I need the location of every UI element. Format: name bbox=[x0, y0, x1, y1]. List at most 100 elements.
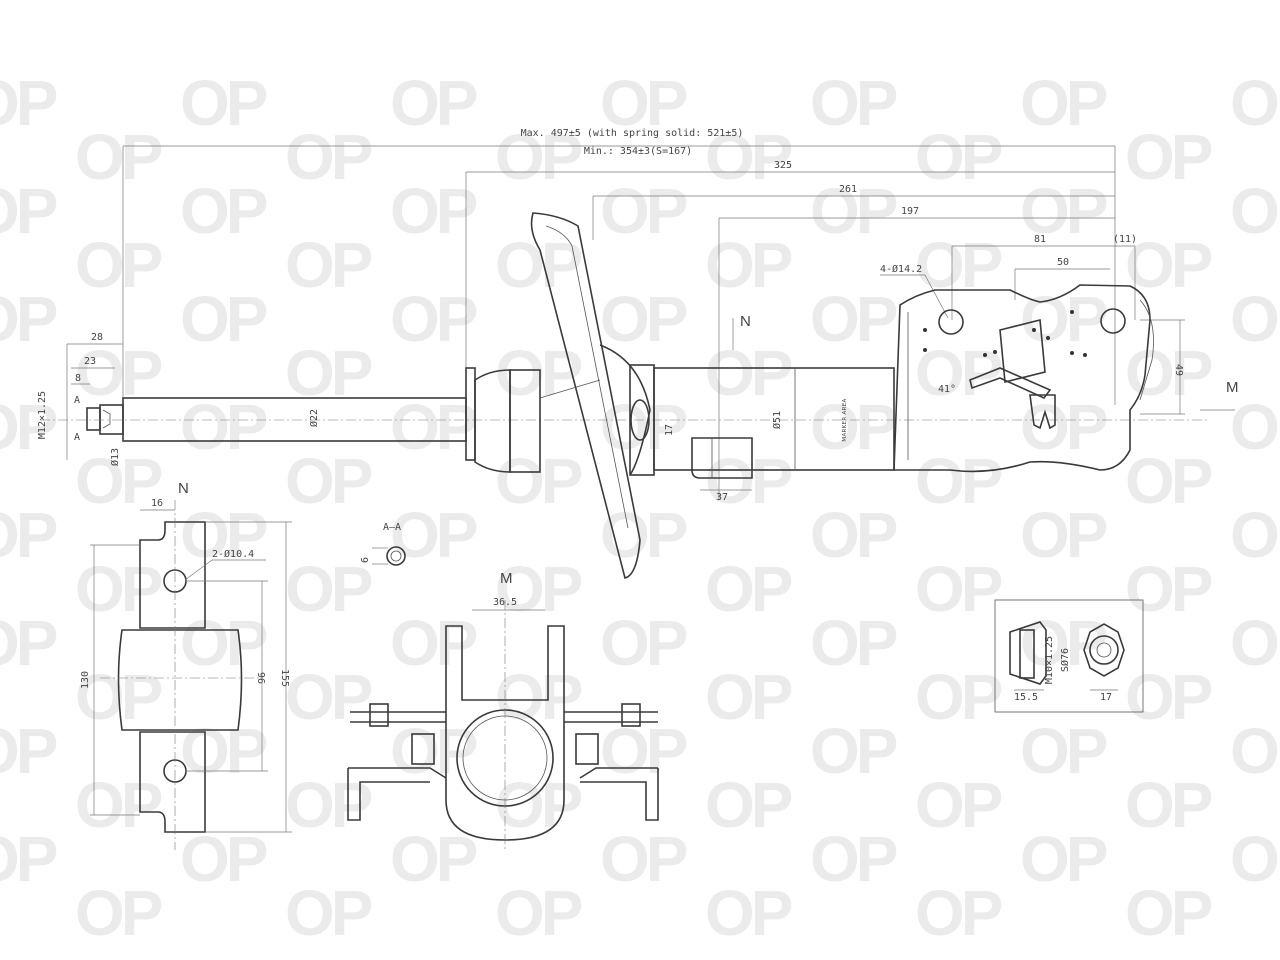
dim-155: 155 bbox=[279, 669, 290, 687]
dim-8: 8 bbox=[75, 373, 81, 384]
watermark-op: OP bbox=[495, 229, 582, 301]
watermark-op: OP bbox=[0, 823, 57, 895]
watermark-op: OP bbox=[705, 121, 792, 193]
watermark-op: OP bbox=[1230, 175, 1280, 247]
watermark-op: OP bbox=[0, 391, 57, 463]
watermark-op: OP bbox=[495, 877, 582, 949]
dim-6: 6 bbox=[360, 557, 371, 563]
section-a-lower: A bbox=[74, 432, 80, 443]
watermark-op: OP bbox=[75, 769, 162, 841]
holes-2-label: 2-Ø10.4 bbox=[212, 548, 254, 560]
watermark-op: OP bbox=[180, 391, 267, 463]
watermark-op: OP bbox=[285, 229, 372, 301]
watermark-op: OP bbox=[390, 823, 477, 895]
view-n: N 16 2-Ø10.4 130 96 155 bbox=[80, 480, 292, 850]
watermark-op: OP bbox=[285, 121, 372, 193]
watermark-op: OP bbox=[600, 715, 687, 787]
watermark-op: OP bbox=[180, 283, 267, 355]
dim-51: Ø51 bbox=[771, 411, 783, 429]
watermark-op: OP bbox=[75, 121, 162, 193]
watermark-op: OP bbox=[915, 877, 1002, 949]
watermark-op: OP bbox=[390, 67, 477, 139]
watermark-op: OP bbox=[390, 715, 477, 787]
watermark-op: OP bbox=[1020, 607, 1107, 679]
watermark-op: OP bbox=[75, 877, 162, 949]
op-watermark-grid: OPOPOPOPOPOPOPOPOPOPOPOPOPOPOPOPOPOPOPOP… bbox=[0, 67, 1280, 949]
watermark-op: OP bbox=[0, 607, 57, 679]
watermark-op: OP bbox=[0, 499, 57, 571]
dim-37: 37 bbox=[716, 492, 728, 503]
watermark-op: OP bbox=[0, 175, 57, 247]
dim-28: 28 bbox=[91, 332, 103, 343]
watermark-op: OP bbox=[600, 67, 687, 139]
watermark-op: OP bbox=[810, 607, 897, 679]
nut-detail: M10×1.25 SØ76 15.5 17 bbox=[994, 599, 1144, 713]
watermark-op: OP bbox=[390, 391, 477, 463]
watermark-op: OP bbox=[1125, 229, 1212, 301]
watermark-op: OP bbox=[390, 499, 477, 571]
dim-50: 50 bbox=[1057, 257, 1069, 268]
watermark-op: OP bbox=[600, 823, 687, 895]
section-a-upper: A bbox=[74, 395, 80, 406]
dim-49: 49 bbox=[1173, 364, 1184, 376]
dim-96: 96 bbox=[255, 672, 266, 684]
watermark-op: OP bbox=[1230, 67, 1280, 139]
watermark-op: OP bbox=[285, 445, 372, 517]
watermark-op: OP bbox=[600, 175, 687, 247]
nut-thread-label: M10×1.25 bbox=[1044, 636, 1055, 684]
watermark-op: OP bbox=[915, 337, 1002, 409]
watermark-op: OP bbox=[915, 121, 1002, 193]
dim-81: 81 bbox=[1034, 234, 1046, 245]
watermark-op: OP bbox=[705, 769, 792, 841]
damper-body: Ø51 MARKER AREA 17 37 N bbox=[653, 313, 895, 503]
watermark-op: OP bbox=[1020, 67, 1107, 139]
watermark-op: OP bbox=[1125, 337, 1212, 409]
watermark-op: OP bbox=[75, 445, 162, 517]
watermark-op: OP bbox=[285, 769, 372, 841]
watermark-op: OP bbox=[810, 499, 897, 571]
dim-130: 130 bbox=[80, 671, 91, 689]
marker-area-label: MARKER AREA bbox=[842, 398, 848, 441]
watermark-op: OP bbox=[705, 445, 792, 517]
dim-325: 325 bbox=[774, 160, 792, 171]
watermark-op: OP bbox=[180, 715, 267, 787]
piston-rod: Ø22 bbox=[40, 397, 1210, 442]
watermark-op: OP bbox=[495, 661, 582, 733]
watermark-op: OP bbox=[1125, 769, 1212, 841]
watermark-op: OP bbox=[495, 769, 582, 841]
watermark-op: OP bbox=[810, 391, 897, 463]
watermark-op: OP bbox=[915, 661, 1002, 733]
watermark-op: OP bbox=[600, 607, 687, 679]
watermark-op: OP bbox=[1230, 283, 1280, 355]
view-arrow-m: M bbox=[1226, 379, 1239, 396]
watermark-op: OP bbox=[180, 67, 267, 139]
watermark-op: OP bbox=[0, 715, 57, 787]
watermark-op: OP bbox=[390, 283, 477, 355]
watermark-op: OP bbox=[600, 499, 687, 571]
watermark-op: OP bbox=[1020, 499, 1107, 571]
watermark-op: OP bbox=[75, 553, 162, 625]
dim-11: (11) bbox=[1113, 234, 1137, 245]
watermark-op: OP bbox=[180, 823, 267, 895]
watermark-op: OP bbox=[1020, 823, 1107, 895]
rod-end-dimensions: 28 23 8 M12×1.25 Ø13 A A bbox=[37, 332, 123, 466]
watermark-op: OP bbox=[495, 121, 582, 193]
watermark-op: OP bbox=[600, 283, 687, 355]
watermark-op: OP bbox=[285, 661, 372, 733]
watermark-op: OP bbox=[75, 229, 162, 301]
watermark-op: OP bbox=[0, 67, 57, 139]
dim-13: Ø13 bbox=[109, 448, 121, 466]
watermark-op: OP bbox=[390, 175, 477, 247]
watermark-op: OP bbox=[1020, 391, 1107, 463]
nut-washer-label: SØ76 bbox=[1059, 648, 1071, 672]
section-title: A–A bbox=[383, 522, 401, 533]
holes-4-label: 4-Ø14.2 bbox=[880, 263, 922, 275]
max-length-label: Max. 497±5 (with spring solid: 521±5) bbox=[521, 128, 744, 139]
watermark-op: OP bbox=[1020, 175, 1107, 247]
view-m: M 36.5 bbox=[347, 570, 659, 850]
watermark-op: OP bbox=[1125, 445, 1212, 517]
watermark-op: OP bbox=[390, 607, 477, 679]
watermark-op: OP bbox=[0, 283, 57, 355]
watermark-op: OP bbox=[1230, 823, 1280, 895]
watermark-op: OP bbox=[1125, 121, 1212, 193]
